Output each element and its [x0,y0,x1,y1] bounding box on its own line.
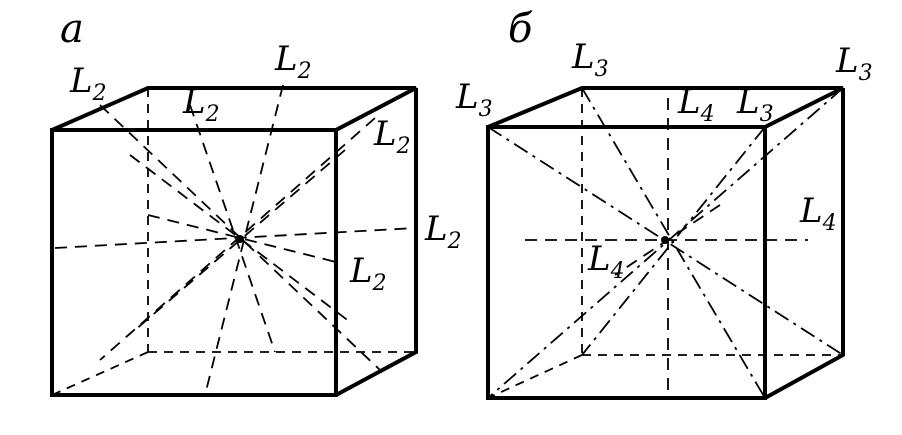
l3-axis [581,87,766,399]
panel-a-label: L2 [424,209,462,254]
top-face-edges [51,86,417,132]
l2-axis [134,149,346,331]
panel-b-label: L3 [835,41,873,86]
l2-axis [99,104,381,371]
right-face-edges [335,88,418,397]
panel-b-label: L4 [677,82,715,127]
panel-a-label: L2 [182,82,220,127]
panel-a: а L2 L2 L2 L2 L2 L2 [50,6,462,397]
front-face [486,125,767,400]
front-face [50,128,338,397]
l3-axis [581,126,766,356]
right-face-edges [764,88,845,400]
panel-a-letter: а [60,6,84,52]
panel-b-label: L4 [587,239,625,284]
panel-b-letter: б [508,6,533,52]
panel-a-label: L2 [69,61,107,106]
hidden-edge [51,351,149,396]
panel-b-hidden-edges [487,88,843,399]
panel-a-hidden-edges [51,88,416,396]
hidden-edge [487,354,583,399]
panel-b: б L3 L3 L3 L3 [455,6,873,400]
panel-a-center-point [236,235,244,243]
panel-b-visible-edges [486,86,845,400]
panel-b-center-point [661,236,669,244]
l2-axis [147,214,337,263]
panel-a-label: L2 [373,114,411,159]
panel-a-visible-edges [50,86,418,397]
l2-axis [129,154,351,323]
panel-b-label: L3 [455,77,493,122]
l2-axis [204,84,284,396]
panel-a-label: L2 [274,39,312,84]
panel-b-label: L3 [736,82,774,127]
panel-b-label: L3 [571,37,609,82]
panel-a-label: L2 [349,251,387,296]
l2-axis [189,104,276,353]
top-face-edges [487,86,844,129]
panel-b-label: L4 [799,191,837,236]
